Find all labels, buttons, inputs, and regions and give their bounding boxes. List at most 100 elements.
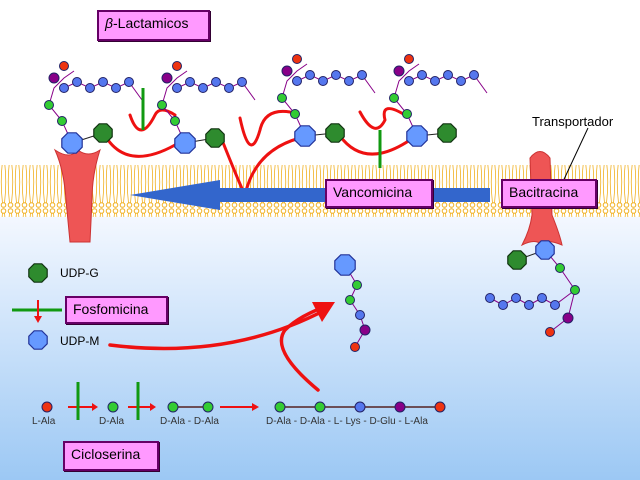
pentaglycine-residue bbox=[344, 76, 354, 86]
pentaglycine-residue bbox=[98, 77, 108, 87]
udp-m-octagon bbox=[535, 240, 555, 260]
pentaglycine-residue bbox=[211, 77, 221, 87]
pentapeptide-residue bbox=[394, 401, 406, 413]
udp-m-octagon bbox=[294, 125, 316, 147]
beta-symbol: β bbox=[105, 15, 113, 31]
pentaglycine-residue bbox=[237, 77, 247, 87]
pentaglycine-residue bbox=[72, 77, 82, 87]
udp-m-octagon bbox=[61, 132, 83, 154]
pentaglycine-residue bbox=[224, 83, 234, 93]
pentaglycine-residue bbox=[469, 70, 479, 80]
d-ala-dot bbox=[107, 401, 119, 413]
pentapeptide-residue bbox=[354, 401, 366, 413]
pentapeptide-residue bbox=[274, 401, 286, 413]
l-ala-residue bbox=[292, 54, 302, 64]
d-ala-label: D-Ala bbox=[99, 416, 125, 427]
l-ala-label: L-Ala bbox=[32, 416, 56, 427]
pentaglycine-residue bbox=[485, 293, 495, 303]
d-glu-residue bbox=[562, 312, 574, 324]
cytoplasm bbox=[0, 215, 640, 480]
l-ala-residue bbox=[404, 54, 414, 64]
udp-g-octagon bbox=[507, 250, 527, 270]
bacitracina-label: Bacitracina bbox=[501, 179, 597, 208]
d-ala-residue bbox=[389, 93, 399, 103]
d-glu-residue bbox=[161, 72, 173, 84]
synthesis-arrow bbox=[108, 308, 327, 351]
pentaglycine-residue bbox=[111, 83, 121, 93]
pentaglycine-residue bbox=[537, 293, 547, 303]
d-ala-dot bbox=[167, 401, 179, 413]
arrowhead bbox=[252, 403, 259, 411]
pentaglycine-residue bbox=[185, 77, 195, 87]
pentaglycine-residue bbox=[550, 300, 560, 310]
d-glu-residue bbox=[48, 72, 60, 84]
d-glu-residue bbox=[359, 324, 371, 336]
legend-udp-m-icon bbox=[28, 330, 48, 350]
crosslink bbox=[238, 109, 292, 147]
pentaglycine-residue bbox=[331, 70, 341, 80]
l-ala-residue bbox=[59, 61, 69, 71]
pentaglycine-residue bbox=[524, 300, 534, 310]
l-ala-dot bbox=[41, 401, 53, 413]
synthesis-arrow bbox=[279, 303, 332, 392]
d-ala-residue bbox=[57, 116, 67, 126]
udp-g-octagon bbox=[93, 123, 113, 143]
pentaglycine-residue bbox=[443, 70, 453, 80]
legend-arrowhead bbox=[34, 316, 42, 323]
d-ala-residue bbox=[277, 93, 287, 103]
pentapeptide-residue bbox=[314, 401, 326, 413]
legend-udp-g: UDP-G bbox=[60, 266, 99, 280]
pentapeptide-residue bbox=[434, 401, 446, 413]
crosslink bbox=[338, 134, 412, 156]
pentaglycine-residue bbox=[417, 70, 427, 80]
pentaglycine-residue bbox=[318, 76, 328, 86]
udp-m-octagon bbox=[174, 132, 196, 154]
pentaglycine-residue bbox=[498, 300, 508, 310]
pentaglycine-residue bbox=[305, 70, 315, 80]
l-ala-residue bbox=[172, 61, 182, 71]
udp-g-octagon bbox=[325, 123, 345, 143]
l-lys-residue bbox=[355, 310, 365, 320]
vancomicina-label: Vancomicina bbox=[325, 179, 433, 208]
pentaglycine-residue bbox=[124, 77, 134, 87]
d-ala-residue bbox=[345, 295, 355, 305]
pentapeptide-label: D-Ala - D-Ala - L- Lys - D-Glu - L-Ala bbox=[266, 416, 428, 427]
d-glu-residue bbox=[281, 65, 293, 77]
pentaglycine-residue bbox=[172, 83, 182, 93]
pentaglycine-residue bbox=[430, 76, 440, 86]
pentaglycine-residue bbox=[198, 83, 208, 93]
crosslink bbox=[106, 138, 177, 158]
udp-g-octagon bbox=[205, 128, 225, 148]
d-ala-residue bbox=[170, 116, 180, 126]
pentaglycine-residue bbox=[292, 76, 302, 86]
transportador-label: Transportador bbox=[532, 114, 614, 129]
arrowhead bbox=[150, 403, 156, 411]
legend-udp-m: UDP-M bbox=[60, 334, 100, 348]
beta-lactamicos-label: β-Lactamicos bbox=[97, 10, 210, 41]
l-ala-residue bbox=[545, 327, 555, 337]
d-ala-residue bbox=[352, 280, 362, 290]
d-ala-residue bbox=[44, 100, 54, 110]
pentaglycine-residue bbox=[59, 83, 69, 93]
d-glu-residue bbox=[393, 65, 405, 77]
beta-lactamicos-text: -Lactamicos bbox=[113, 15, 189, 31]
d-ala-residue bbox=[290, 109, 300, 119]
fosfomicina-label: Fosfomicina bbox=[65, 296, 168, 324]
cicloserina-label: Cicloserina bbox=[63, 441, 159, 471]
udp-g-octagon bbox=[437, 123, 457, 143]
pentaglycine-residue bbox=[357, 70, 367, 80]
arrowhead bbox=[92, 403, 98, 411]
d-ala-residue bbox=[555, 263, 565, 273]
pentaglycine-residue bbox=[511, 293, 521, 303]
pentaglycine-residue bbox=[456, 76, 466, 86]
d-ala-residue bbox=[402, 109, 412, 119]
legend-udp-g-icon bbox=[28, 263, 48, 283]
d-ala-residue bbox=[570, 285, 580, 295]
pentaglycine-residue bbox=[85, 83, 95, 93]
d-ala-residue bbox=[157, 100, 167, 110]
pentaglycine-residue bbox=[404, 76, 414, 86]
udp-m-octagon bbox=[334, 254, 356, 276]
d-ala-d-ala-label: D-Ala - D-Ala bbox=[160, 416, 219, 427]
